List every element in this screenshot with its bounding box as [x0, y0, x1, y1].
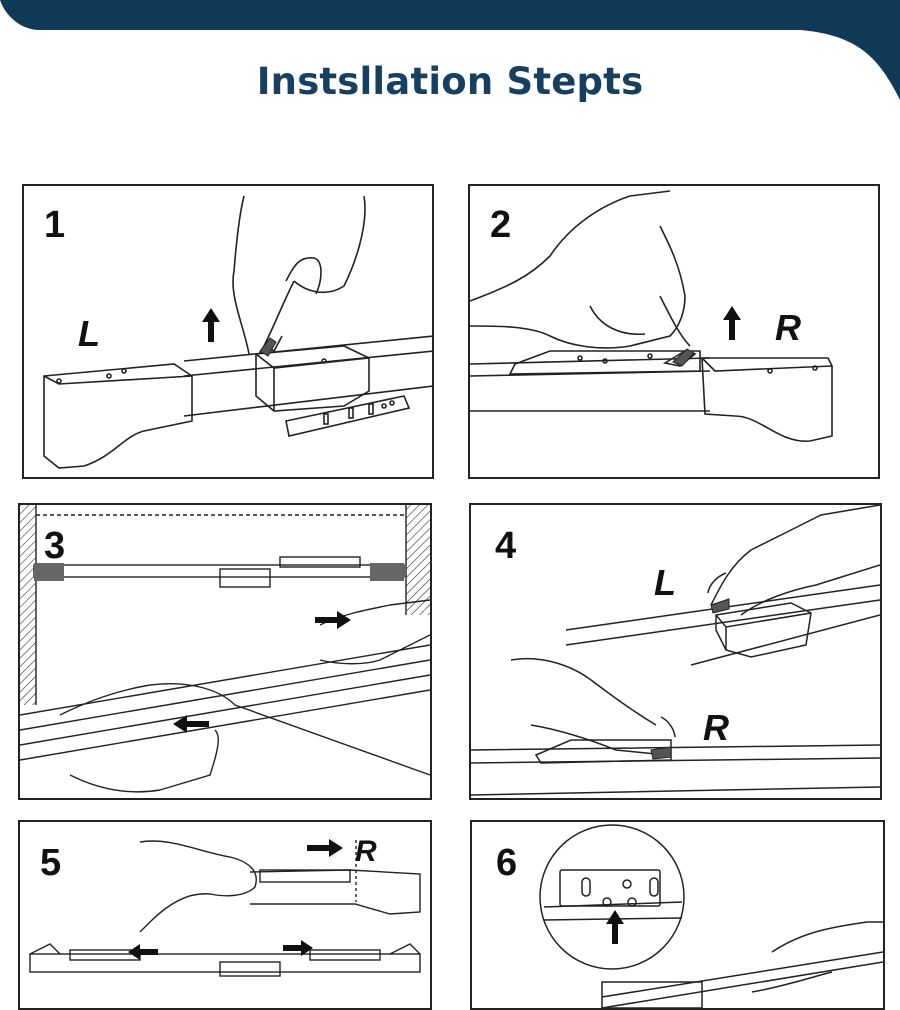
step-number: 1: [44, 204, 66, 246]
step-5-panel: 5 R: [18, 820, 432, 1010]
step-1-panel: 1 L: [22, 184, 434, 479]
step-number: 2: [490, 204, 512, 246]
step-5-illustration: [29, 840, 421, 977]
step-3-illustration: [20, 505, 430, 793]
side-label-left: L: [654, 562, 676, 603]
step-number: 3: [44, 525, 66, 567]
side-label: R: [775, 307, 801, 348]
step-number: 4: [495, 525, 517, 567]
page-title: Instsllation Stepts: [256, 60, 644, 103]
step-4-illustration: [471, 505, 880, 796]
side-label: R: [355, 835, 377, 868]
step-1-illustration: [43, 195, 432, 469]
step-6-illustration: [539, 824, 883, 1008]
step-6-panel: 6: [470, 820, 885, 1010]
step-number: 6: [496, 842, 518, 884]
side-label-right: R: [703, 707, 729, 748]
header-band: [0, 0, 900, 100]
step-2-panel: 2 R: [468, 184, 880, 479]
step-2-illustration: [470, 190, 833, 442]
step-3-panel: 3: [18, 503, 432, 800]
step-number: 5: [40, 842, 62, 884]
side-label: L: [78, 313, 100, 354]
step-4-panel: 4 L R: [469, 503, 882, 800]
